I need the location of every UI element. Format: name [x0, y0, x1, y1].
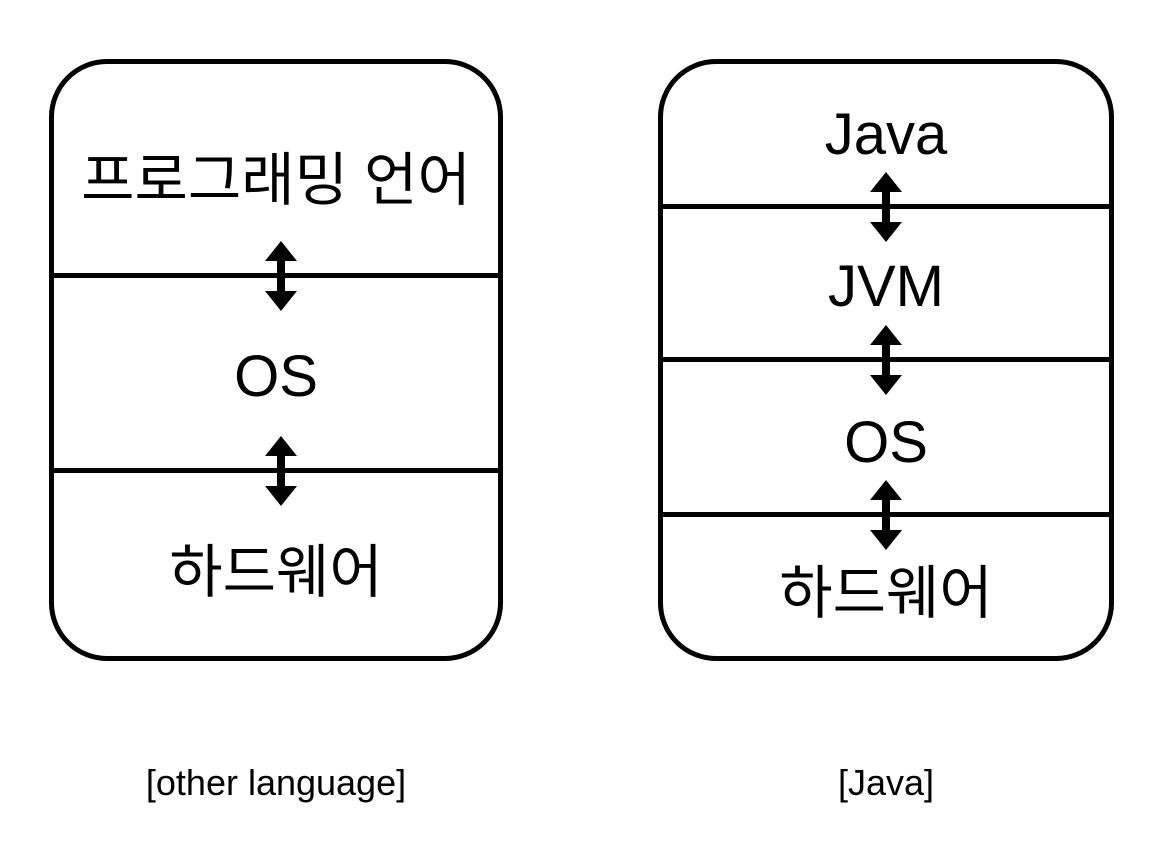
double-arrow-icon	[261, 436, 301, 506]
layer-hardware: 하드웨어	[169, 540, 383, 605]
double-arrow-icon	[866, 480, 906, 550]
layer-os: OS	[234, 344, 318, 409]
layer-divider	[54, 273, 498, 278]
layer-programming-language: 프로그래밍 언어	[81, 148, 471, 213]
layer-divider	[54, 468, 498, 473]
layer-os: OS	[844, 410, 928, 475]
double-arrow-icon	[866, 325, 906, 395]
layer-hardware: 하드웨어	[779, 561, 993, 626]
java-stack: Java JVM OS 하드웨어	[658, 59, 1114, 661]
other-language-stack: 프로그래밍 언어 OS 하드웨어	[49, 59, 503, 661]
java-caption: [Java]	[837, 762, 935, 803]
other-language-caption: [other language]	[145, 762, 407, 803]
double-arrow-icon	[261, 241, 301, 311]
layer-java: Java	[824, 102, 948, 167]
layer-jvm: JVM	[828, 254, 944, 319]
double-arrow-icon	[866, 172, 906, 242]
